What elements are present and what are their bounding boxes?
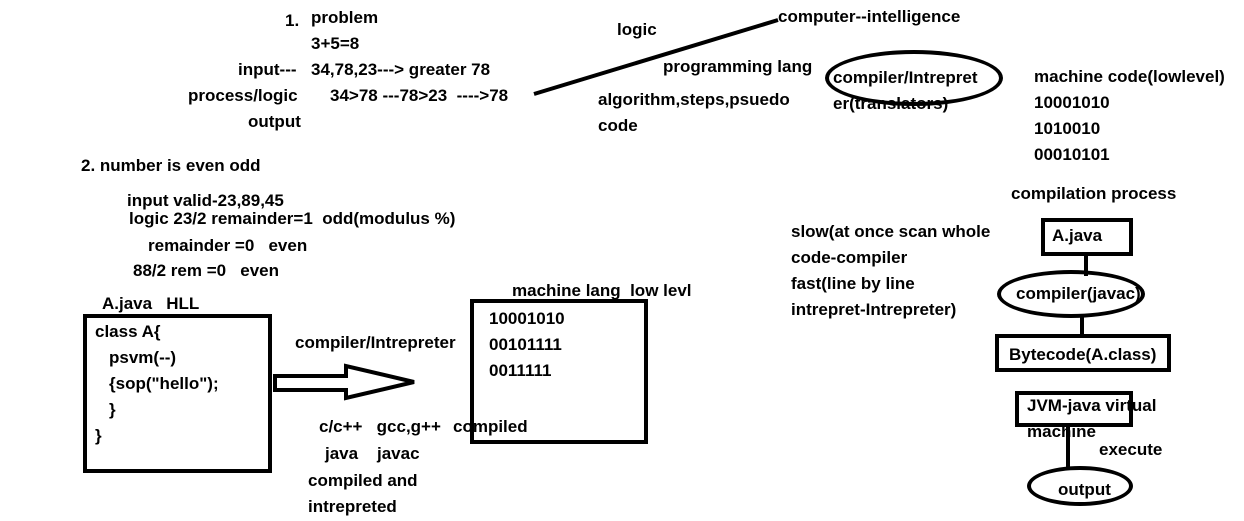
interpreted-label: intrepreted (308, 497, 397, 516)
compiler-node (997, 270, 1145, 318)
algorithm-text: algorithm,steps,psuedo (598, 90, 790, 109)
speed-note: code-compiler (791, 248, 908, 267)
jvm-node (1015, 391, 1133, 427)
jvm-node-label: machine (1027, 422, 1096, 441)
code-line: {sop("hello"); (109, 374, 219, 393)
code-text: code (598, 116, 638, 135)
computer-intelligence: computer--intelligence (778, 7, 961, 26)
machine-code-line: 1010010 (1034, 119, 1101, 138)
code-line: } (95, 426, 102, 445)
source-node-label: A.java (1052, 226, 1103, 245)
code-line: psvm(--) (109, 348, 177, 367)
compilation-process-title: compilation process (1011, 184, 1177, 203)
output-node-label: output (1058, 480, 1111, 499)
execute-label: execute (1099, 440, 1163, 459)
bytecode-node (995, 334, 1171, 372)
even-odd-logic: logic 23/2 remainder=1 odd(modulus %) (129, 209, 456, 228)
programming-lang-label: programming lang (663, 57, 813, 76)
flow-connector (1080, 316, 1084, 336)
even-odd-input: input valid-23,89,45 (127, 191, 284, 210)
machine-code-line: 10001010 (1034, 93, 1110, 112)
machine-lang-box (470, 299, 648, 444)
binary-line: 10001010 (489, 309, 565, 328)
sum-example: 3+5=8 (311, 34, 360, 53)
machine-lang-title: machine lang low levl (512, 281, 692, 300)
translator-ellipse (825, 50, 1003, 106)
flow-connector (1066, 427, 1070, 467)
output-label: output (248, 112, 301, 131)
c-compiler-row: c/c++ gcc,g++ (319, 417, 441, 436)
binary-line: 0011111 (489, 361, 552, 380)
machine-code-line: 00010101 (1034, 145, 1110, 164)
process-value: 34>78 ---78>23 ---->78 (330, 86, 509, 105)
problem-heading: problem (311, 8, 379, 27)
translation-arrow (273, 363, 415, 401)
speed-note: fast(line by line (791, 274, 915, 293)
output-node (1027, 466, 1133, 506)
process-label: process/logic (188, 86, 298, 105)
input-value: 34,78,23---> greater 78 (311, 60, 491, 79)
code-line: class A{ (95, 322, 161, 341)
source-code-box (83, 314, 272, 473)
speed-note: intrepret-Intrepreter) (791, 300, 957, 319)
bytecode-node-label: Bytecode(A.class) (1009, 345, 1157, 364)
code-line: } (109, 400, 116, 419)
rem-88-example: 88/2 rem =0 even (133, 261, 280, 280)
binary-line: 00101111 (489, 335, 562, 354)
step-number-1: 1. (285, 11, 300, 30)
input-label: input--- (238, 60, 297, 79)
logic-label: logic (617, 20, 657, 39)
machine-code-title: machine code(lowlevel) (1034, 67, 1225, 86)
jvm-node-label: JVM-java virtual (1027, 396, 1157, 415)
even-odd-title: 2. number is even odd (81, 156, 261, 175)
java-compiler-row: java javac (325, 444, 420, 463)
source-file-label: A.java HLL (102, 294, 200, 313)
translator-arrow-label: compiler/Intrepreter (295, 333, 456, 352)
remainder-zero: remainder =0 even (148, 236, 308, 255)
compiler-node-label: compiler(javac) (1016, 284, 1141, 303)
speed-note: slow(at once scan whole (791, 222, 991, 241)
flow-connector (1084, 254, 1088, 276)
compiled-and-label: compiled and (308, 471, 418, 490)
